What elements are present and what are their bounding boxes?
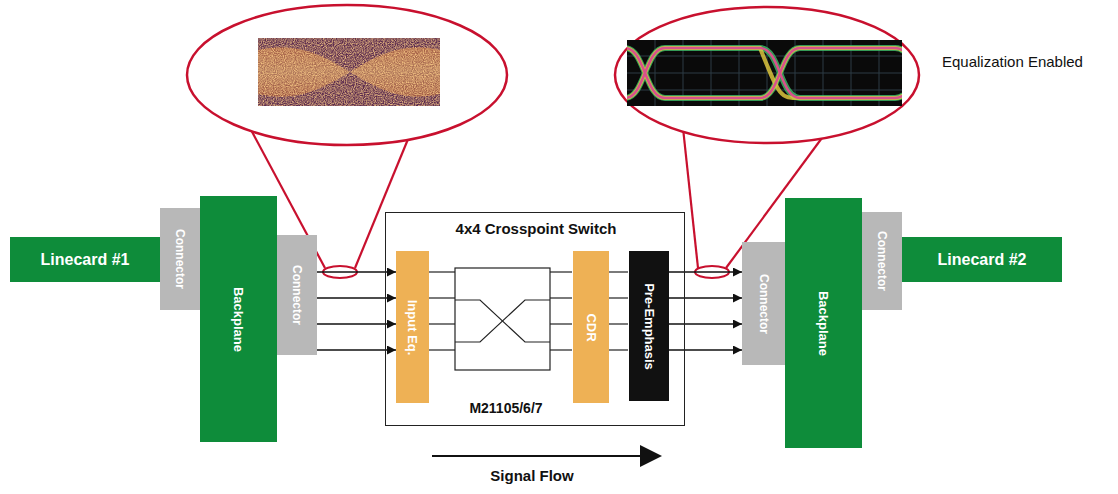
connector-block: Connector <box>160 208 200 310</box>
backplane-board: Backplane <box>200 196 277 442</box>
signal-lane <box>669 297 742 298</box>
text-holder: Connector <box>862 212 902 310</box>
text-holder: Pre-Emphasis <box>629 251 669 401</box>
switch-chip: Input Eq. CDR Pre-Emphasis 4x4 Crosspoint S… <box>385 212 685 426</box>
vertical-label: Backplane <box>816 290 831 355</box>
text-holder: Backplane <box>200 196 277 442</box>
signal-lane <box>669 349 742 350</box>
connector-block: Connector <box>742 242 785 365</box>
equalizer-block: Input Eq. <box>396 251 429 403</box>
connector-block: Connector <box>277 235 317 355</box>
flow-label: Signal Flow <box>490 467 573 484</box>
backplane-board: Backplane <box>785 198 862 448</box>
pre-emphasis-block: Pre-Emphasis <box>629 251 669 401</box>
text-holder: Connector <box>277 235 317 355</box>
box-label: 4x4 Crosspoint Switch <box>456 220 617 237</box>
box-label: M21105/6/7 <box>469 400 542 416</box>
flow-arrowhead <box>640 445 662 467</box>
vertical-label: CDR <box>583 313 598 341</box>
box-label: Linecard #2 <box>938 251 1027 269</box>
zoom-ellipse <box>187 5 507 145</box>
connector-block: Connector <box>862 212 902 310</box>
flow-arrow <box>432 455 642 457</box>
vertical-label: Connector <box>173 229 187 289</box>
box-label: Linecard #1 <box>41 251 130 269</box>
vertical-label: Connector <box>290 265 304 325</box>
text-holder: Connector <box>160 208 200 310</box>
vertical-label: Pre-Emphasis <box>642 283 657 370</box>
signal-lane <box>669 323 742 324</box>
text-holder: Connector <box>742 242 785 365</box>
text-holder: M21105/6/7 <box>426 397 586 419</box>
text-holder: Linecard #2 <box>902 237 1062 282</box>
crossbar-symbol <box>455 268 550 370</box>
open-eye-image <box>627 40 902 106</box>
linecard-box: Linecard #1 <box>10 237 160 282</box>
text-holder: Linecard #1 <box>10 237 160 282</box>
signal-lane <box>669 271 742 272</box>
text-holder: Backplane <box>785 198 862 448</box>
zoom-ellipse <box>615 7 919 143</box>
linecard-box: Linecard #2 <box>902 237 1062 282</box>
closed-eye-image <box>258 38 440 106</box>
text-holder: 4x4 Crosspoint Switch <box>386 217 686 239</box>
vertical-label: Connector <box>875 231 889 291</box>
vertical-label: Input Eq. <box>405 299 420 355</box>
text-holder: Input Eq. <box>396 251 429 403</box>
vertical-label: Connector <box>757 274 771 334</box>
text-holder: CDR <box>573 251 609 403</box>
vertical-label: Backplane <box>231 286 246 351</box>
annotation-note: Equalization Enabled <box>942 53 1083 70</box>
cdr-block: CDR <box>573 251 609 403</box>
